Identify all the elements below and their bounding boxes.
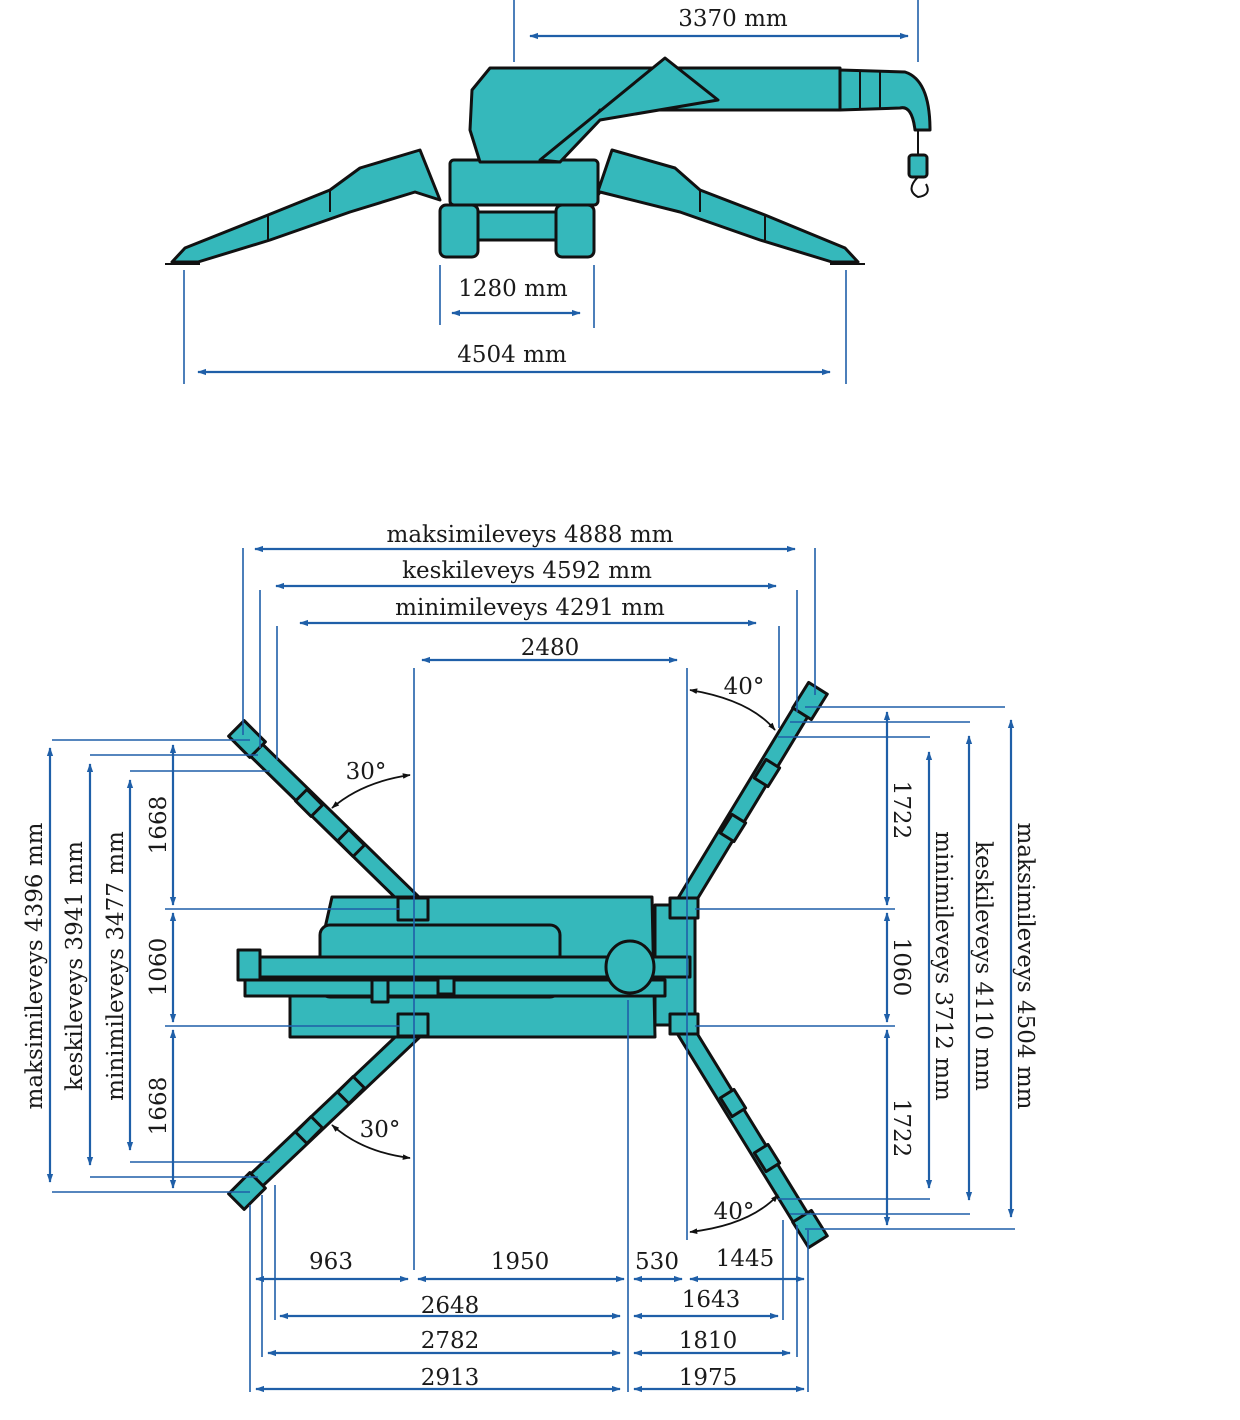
right-segment-upper-label: 1722 bbox=[888, 781, 914, 840]
track-width-label: 1280 mm bbox=[458, 276, 568, 302]
left-segment-lower-label: 1668 bbox=[146, 1077, 172, 1136]
bottom-dim-1810: 1810 bbox=[679, 1328, 738, 1354]
left-segment-middle-label: 1060 bbox=[146, 938, 172, 997]
angle-left-upper-label: 30° bbox=[346, 759, 387, 785]
left-height-mid-label: keskileveys 3941 mm bbox=[62, 841, 88, 1091]
left-height-max-label: maksimileveys 4396 mm bbox=[22, 822, 48, 1109]
bottom-dim-530: 530 bbox=[635, 1249, 679, 1275]
bottom-dim-1950: 1950 bbox=[491, 1249, 550, 1275]
width-min-label: minimileveys 4291 mm bbox=[395, 595, 665, 621]
outrigger-span-label: 4504 mm bbox=[457, 342, 567, 368]
right-segment-middle-label: 1060 bbox=[888, 938, 914, 997]
boom-reach-label: 3370 mm bbox=[678, 6, 788, 32]
bottom-dim-2648: 2648 bbox=[421, 1293, 480, 1319]
top-view: maksimileveys 4888 mm keskileveys 4592 m… bbox=[22, 522, 1038, 1393]
bottom-dim-963: 963 bbox=[309, 1249, 353, 1275]
bottom-dim-1643: 1643 bbox=[682, 1287, 741, 1313]
right-height-min-label: minimileveys 3712 mm bbox=[930, 831, 956, 1101]
left-segment-upper-label: 1668 bbox=[146, 796, 172, 855]
left-height-min-label: minimileveys 3477 mm bbox=[103, 831, 129, 1101]
width-max-label: maksimileveys 4888 mm bbox=[387, 522, 674, 548]
right-height-mid-label: keskileveys 4110 mm bbox=[970, 841, 996, 1091]
right-height-max-label: maksimileveys 4504 mm bbox=[1012, 823, 1038, 1110]
bottom-dim-1445: 1445 bbox=[716, 1246, 775, 1272]
width-mid-label: keskileveys 4592 mm bbox=[402, 558, 652, 584]
angle-left-lower-label: 30° bbox=[360, 1117, 401, 1143]
angle-right-upper-label: 40° bbox=[724, 674, 765, 700]
angle-right-lower-label: 40° bbox=[714, 1199, 755, 1225]
bottom-dim-2913: 2913 bbox=[421, 1365, 480, 1391]
crane-side-illustration bbox=[165, 56, 932, 265]
bottom-dim-1975: 1975 bbox=[679, 1365, 738, 1391]
bottom-dim-2782: 2782 bbox=[421, 1328, 480, 1354]
front-leg-spacing-label: 2480 bbox=[521, 635, 580, 661]
side-view: 3370 mm 1280 mm 4504 mm bbox=[165, 0, 932, 384]
right-segment-lower-label: 1722 bbox=[888, 1099, 914, 1158]
crane-top-illustration bbox=[227, 680, 829, 1250]
